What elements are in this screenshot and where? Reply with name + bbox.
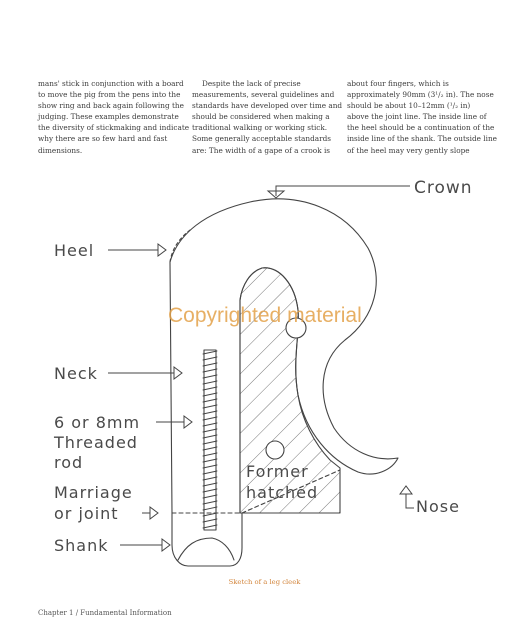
text-line: approximately 90mm (3¹/₂ in). The nose [347,90,494,100]
crown-arrowhead [266,190,286,199]
label-rod-line-1: 6 or 8mm [54,413,140,432]
rod-arrowhead [183,415,193,429]
text-line: of the heel may very gently slope [347,145,470,155]
threaded-rod-outline [203,349,217,531]
heel-guideline [169,229,191,263]
text-line: should be considered when making a [192,112,330,122]
text-line: the heel should be a continuation of the [347,123,495,133]
shank-arrowhead [161,538,171,552]
text-line: above the joint line. The inside line of [347,112,487,122]
figure-caption: Sketch of a leg cleek [228,578,301,586]
label-rod-line-3: rod [54,453,83,472]
crown-arrow [275,185,410,196]
text-line: why there are so few hard and fast [38,134,168,144]
rod-threads [202,350,218,529]
text-line: mans' stick in conjunction with a board [38,79,184,88]
text-column-3: about four fingers, which is approximate… [347,78,497,156]
copyright-watermark: Copyrighted material [168,304,362,327]
text-line: Some generally acceptable standards [192,134,331,144]
text-line: are: The width of a gape of a crook is [192,145,331,155]
text-line: standards have developed over time and [192,101,343,111]
text-line: traditional walking or working stick. [192,123,328,133]
text-line: to move the pig from the pens into the [38,90,181,100]
label-joint-line-2: or joint [54,504,119,523]
text-line: judging. These examples demonstrate [38,112,179,122]
text-line: measurements, several guidelines and [192,90,335,100]
neck-arrowhead [173,366,183,380]
label-shank: Shank [54,536,109,555]
shank-outline [171,512,243,567]
text-line: dimensions. [38,145,83,155]
text-line: show ring and back again following the [38,101,184,111]
text-line: inside line of the shank. The outside li… [347,134,497,144]
nose-arrow [405,494,414,509]
label-former-line-2: hatched [246,483,318,502]
joint-arrowhead [149,506,159,520]
shank-tip [177,537,235,561]
text-line: Despite the lack of precise [202,79,301,88]
label-rod-line-2: Threaded [53,433,138,452]
text-line: the diversity of stickmaking and indicat… [38,123,190,133]
label-neck: Neck [54,364,98,383]
nose-arrowhead [399,485,413,495]
label-former-line-1: Former [246,462,309,481]
label-crown: Crown [414,178,473,198]
text-line: should be about 10–12mm (¹/₂ in) [347,101,471,111]
former-hole-upper [285,317,307,339]
label-heel: Heel [54,241,94,260]
label-joint-line-1: Marriage [54,483,133,502]
former-hole-lower [265,440,285,460]
label-nose: Nose [416,497,460,516]
text-line: about four fingers, which is [347,79,449,88]
heel-arrowhead [157,243,167,257]
page-footer: Chapter 1 / Fundamental Information [38,609,172,617]
text-column-2: Despite the lack of precise measurements… [192,78,343,156]
text-column-1: mans' stick in conjunction with a board … [38,78,190,156]
